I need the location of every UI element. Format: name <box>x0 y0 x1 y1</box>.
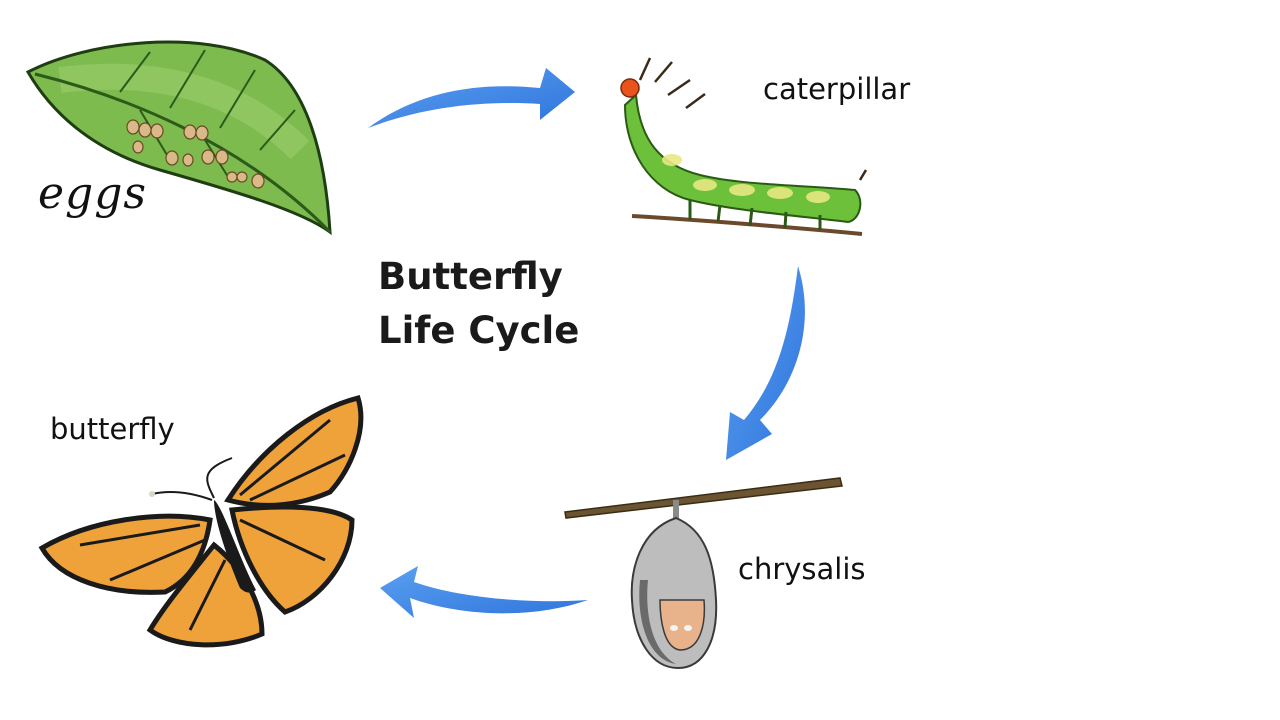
chrysalis-icon <box>564 477 843 670</box>
stage-label-eggs: eggs <box>38 168 147 219</box>
stage-label-butterfly: butterfly <box>50 412 175 446</box>
title-line-2: Life Cycle <box>378 309 580 352</box>
diagram-title: Butterfly Life Cycle <box>378 250 638 358</box>
title-line-1: Butterfly <box>378 255 563 298</box>
leaf-with-eggs-icon <box>25 40 332 236</box>
butterfly-icon <box>38 395 364 648</box>
arrow-icon <box>726 266 805 460</box>
stage-label-caterpillar: caterpillar <box>763 72 911 106</box>
arrow-icon <box>368 68 575 128</box>
caterpillar-icon <box>620 57 868 236</box>
arrow-icon <box>380 566 588 618</box>
stage-label-chrysalis: chrysalis <box>738 552 866 586</box>
